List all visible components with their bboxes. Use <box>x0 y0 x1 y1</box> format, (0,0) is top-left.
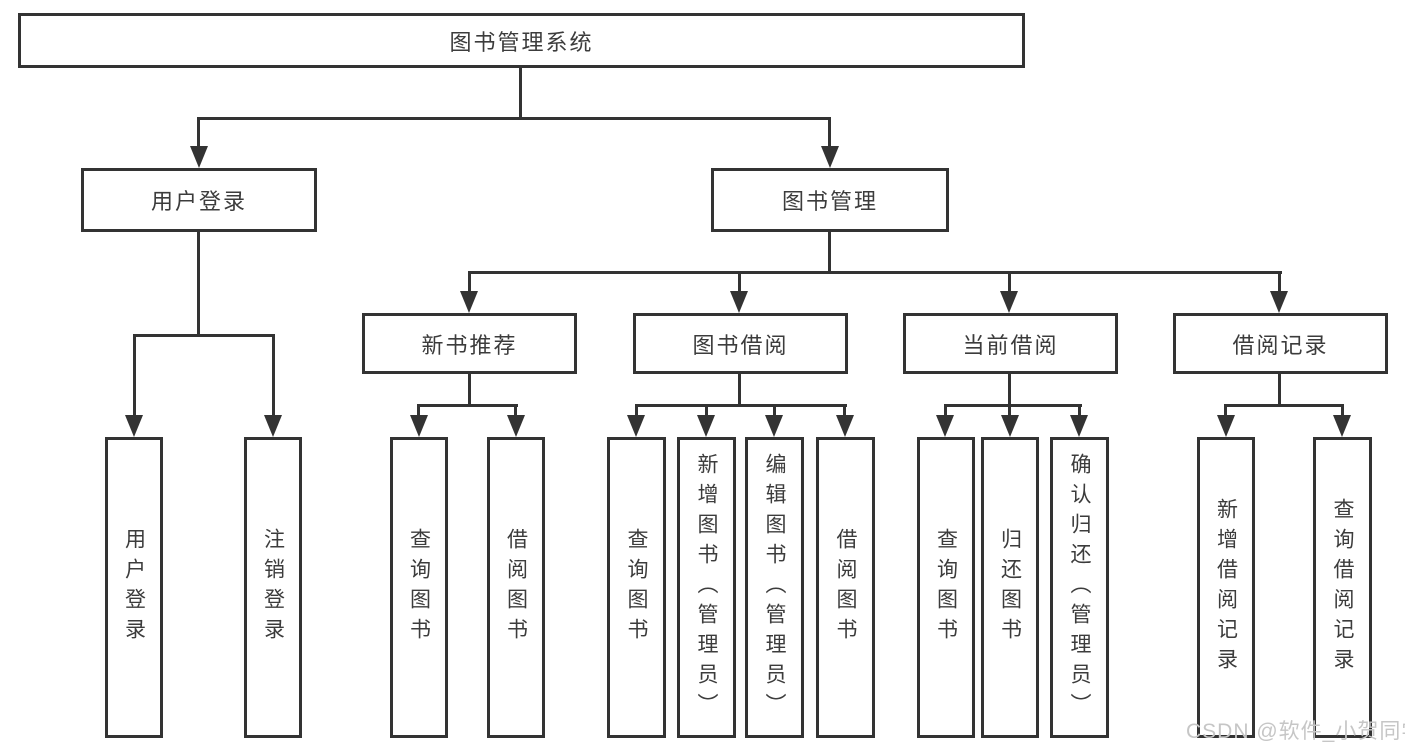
leaf-query-books-2: 查询图书 <box>607 437 666 738</box>
connector-records-drop-1 <box>1224 404 1227 417</box>
connector-borrow-drop-1 <box>635 404 638 417</box>
connector-borrow-stem <box>738 374 741 405</box>
connector-l2-drop-left <box>197 117 200 148</box>
arrow-down-icon <box>836 415 854 437</box>
csdn-watermark: CSDN @软件_小贺同学 <box>1186 720 1405 743</box>
arrow-down-icon <box>507 415 525 437</box>
leaf-add-borrow-record: 新增借阅记录 <box>1197 437 1255 738</box>
arrow-down-icon <box>821 146 839 168</box>
connector-records-bar <box>1224 404 1344 407</box>
connector-user-drop-1 <box>133 334 136 417</box>
arrow-down-icon <box>1000 291 1018 313</box>
leaf-confirm-return-admin: 确认归还（管理员） <box>1050 437 1109 738</box>
connector-user-drop-2 <box>272 334 275 417</box>
connector-borrow-drop-4 <box>843 404 846 417</box>
leaf-query-borrow-record: 查询借阅记录 <box>1313 437 1372 738</box>
arrow-down-icon <box>190 146 208 168</box>
connector-l2-drop-right <box>828 117 831 148</box>
connector-l3-drop-3 <box>1008 271 1011 293</box>
connector-current-stem <box>1008 374 1011 405</box>
node-book-borrow: 图书借阅 <box>633 313 848 374</box>
connector-user-bar <box>133 334 275 337</box>
arrow-down-icon <box>460 291 478 313</box>
connector-l3-drop-2 <box>738 271 741 293</box>
connector-borrow-bar <box>635 404 847 407</box>
arrow-down-icon <box>1070 415 1088 437</box>
connector-borrow-drop-2 <box>705 404 708 417</box>
leaf-query-books-1: 查询图书 <box>390 437 448 738</box>
leaf-add-books-admin: 新增图书（管理员） <box>677 437 736 738</box>
connector-mgmt-stem <box>828 231 831 273</box>
connector-current-drop-1 <box>944 404 947 417</box>
arrow-down-icon <box>936 415 954 437</box>
leaf-edit-books-admin: 编辑图书（管理员） <box>745 437 804 738</box>
connector-current-drop-3 <box>1078 404 1081 417</box>
connector-records-drop-2 <box>1341 404 1344 417</box>
connector-user-stem <box>197 231 200 336</box>
connector-root-stem <box>519 68 522 120</box>
arrow-down-icon <box>627 415 645 437</box>
node-book-management: 图书管理 <box>711 168 949 232</box>
arrow-down-icon <box>1217 415 1235 437</box>
arrow-down-icon <box>697 415 715 437</box>
arrow-down-icon <box>264 415 282 437</box>
arrow-down-icon <box>1333 415 1351 437</box>
connector-recommend-drop-2 <box>514 404 517 417</box>
connector-borrow-drop-3 <box>773 404 776 417</box>
connector-recommend-bar <box>417 404 518 407</box>
arrow-down-icon <box>730 291 748 313</box>
connector-current-drop-2 <box>1008 404 1011 417</box>
connector-l3-drop-4 <box>1278 271 1281 293</box>
connector-records-stem <box>1278 374 1281 405</box>
node-current-borrow: 当前借阅 <box>903 313 1118 374</box>
node-new-book-recommend: 新书推荐 <box>362 313 577 374</box>
connector-l2-bar <box>197 117 831 120</box>
arrow-down-icon <box>1270 291 1288 313</box>
connector-l3-bar <box>468 271 1282 274</box>
arrow-down-icon <box>125 415 143 437</box>
leaf-borrow-books-2: 借阅图书 <box>816 437 875 738</box>
arrow-down-icon <box>410 415 428 437</box>
leaf-borrow-books-1: 借阅图书 <box>487 437 545 738</box>
connector-recommend-stem <box>468 374 471 405</box>
arrow-down-icon <box>1001 415 1019 437</box>
node-user-login: 用户登录 <box>81 168 317 232</box>
leaf-logout: 注销登录 <box>244 437 302 738</box>
leaf-user-login: 用户登录 <box>105 437 163 738</box>
connector-recommend-drop-1 <box>417 404 420 417</box>
leaf-return-books: 归还图书 <box>981 437 1039 738</box>
arrow-down-icon <box>765 415 783 437</box>
connector-l3-drop-1 <box>468 271 471 293</box>
connector-current-bar <box>944 404 1082 407</box>
leaf-query-books-3: 查询图书 <box>917 437 975 738</box>
node-root: 图书管理系统 <box>18 13 1025 68</box>
node-borrow-records: 借阅记录 <box>1173 313 1388 374</box>
